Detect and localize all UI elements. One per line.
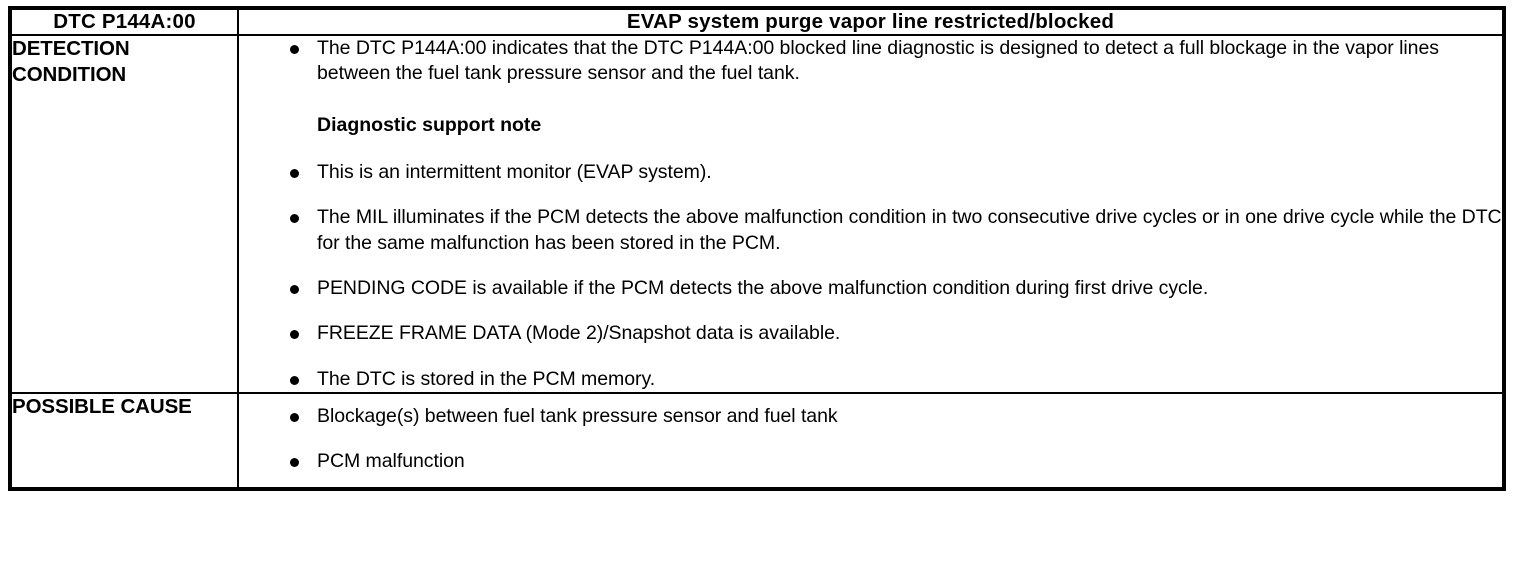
list-item: The DTC P144A:00 indicates that the DTC … (239, 36, 1502, 87)
possible-cause-label-cell: POSSIBLE CAUSE (9, 392, 239, 490)
list-item-text: Blockage(s) between fuel tank pressure s… (317, 405, 838, 428)
bullet-icon (290, 458, 299, 468)
list-item: The DTC is stored in the PCM memory. (239, 367, 1502, 392)
list-item-text: PCM malfunction (317, 450, 465, 473)
detection-condition-content-cell: The DTC P144A:00 indicates that the DTC … (237, 33, 1505, 395)
bullet-icon (290, 169, 299, 179)
detection-condition-row: DETECTION CONDITION The DTC P144A:00 ind… (9, 33, 1505, 395)
possible-cause-list: Blockage(s) between fuel tank pressure s… (239, 404, 1492, 475)
list-item: PCM malfunction (239, 449, 1492, 474)
bullet-icon (290, 45, 299, 54)
list-item: Blockage(s) between fuel tank pressure s… (239, 404, 1492, 429)
detection-condition-label: DETECTION CONDITION (12, 37, 130, 87)
list-item: This is an intermittent monitor (EVAP sy… (239, 160, 1502, 185)
list-item-text: The MIL illuminates if the PCM detects t… (317, 206, 1502, 254)
list-item-text: This is an intermittent monitor (EVAP sy… (317, 161, 712, 184)
possible-cause-label: POSSIBLE CAUSE (12, 395, 192, 419)
list-item: FREEZE FRAME DATA (Mode 2)/Snapshot data… (239, 321, 1502, 346)
diagnostic-support-note-text: Diagnostic support note (317, 113, 542, 136)
bullet-icon (290, 375, 299, 385)
dtc-description-header-cell: EVAP system purge vapor line restricted/… (237, 7, 1505, 36)
dtc-code-label: DTC P144A:00 (53, 10, 196, 33)
possible-cause-content-cell: Blockage(s) between fuel tank pressure s… (237, 392, 1505, 490)
bullet-icon (290, 330, 299, 340)
bullet-icon (290, 214, 299, 224)
list-item-text: PENDING CODE is available if the PCM det… (317, 277, 1209, 300)
dtc-info-table: DTC P144A:00 EVAP system purge vapor lin… (8, 6, 1506, 491)
bullet-icon (290, 413, 299, 423)
detection-condition-label-cell: DETECTION CONDITION (9, 33, 239, 395)
dtc-code-header-cell: DTC P144A:00 (9, 7, 239, 36)
list-item-text: FREEZE FRAME DATA (Mode 2)/Snapshot data… (317, 322, 841, 345)
possible-cause-row: POSSIBLE CAUSE Blockage(s) between fuel … (9, 392, 1505, 490)
list-item-text: The DTC P144A:00 indicates that the DTC … (317, 37, 1439, 85)
dtc-description-label: EVAP system purge vapor line restricted/… (626, 10, 1115, 33)
diagnostic-support-note: Diagnostic support note (239, 113, 1502, 138)
list-item-text: The DTC is stored in the PCM memory. (317, 367, 656, 390)
list-item: The MIL illuminates if the PCM detects t… (239, 205, 1502, 256)
list-item: PENDING CODE is available if the PCM det… (239, 276, 1502, 301)
bullet-icon (290, 285, 299, 295)
table-header-row: DTC P144A:00 EVAP system purge vapor lin… (9, 7, 1505, 36)
detection-condition-list: The DTC P144A:00 indicates that the DTC … (239, 36, 1502, 392)
